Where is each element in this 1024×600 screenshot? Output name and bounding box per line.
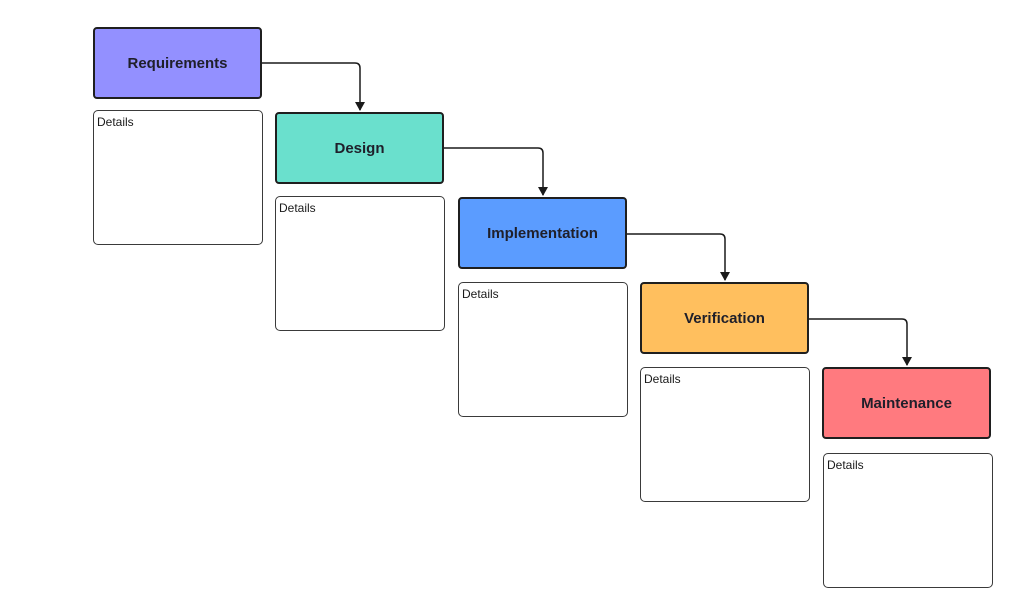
phase-title: Maintenance — [861, 394, 952, 412]
phase-title: Design — [334, 139, 385, 157]
details-label: Details — [462, 287, 499, 301]
details-label: Details — [644, 372, 681, 386]
details-label: Details — [279, 201, 316, 215]
connector-design-to-implementation — [444, 147, 548, 196]
phase-title: Requirements — [127, 54, 228, 72]
phase-verification[interactable]: Verification — [640, 282, 809, 354]
details-box-maintenance[interactable]: Details — [823, 453, 993, 588]
phase-title: Verification — [684, 309, 765, 327]
details-box-requirements[interactable]: Details — [93, 110, 263, 245]
phase-implementation[interactable]: Implementation — [458, 197, 627, 269]
details-box-design[interactable]: Details — [275, 196, 445, 331]
phase-requirements[interactable]: Requirements — [93, 27, 262, 99]
connector-implementation-to-verification — [627, 233, 730, 281]
phase-maintenance[interactable]: Maintenance — [822, 367, 991, 439]
phase-title: Implementation — [487, 224, 598, 242]
details-label: Details — [97, 115, 134, 129]
connector-requirements-to-design — [262, 62, 365, 111]
details-label: Details — [827, 458, 864, 472]
details-box-implementation[interactable]: Details — [458, 282, 628, 417]
connector-verification-to-maintenance — [809, 318, 912, 366]
details-box-verification[interactable]: Details — [640, 367, 810, 502]
phase-design[interactable]: Design — [275, 112, 444, 184]
